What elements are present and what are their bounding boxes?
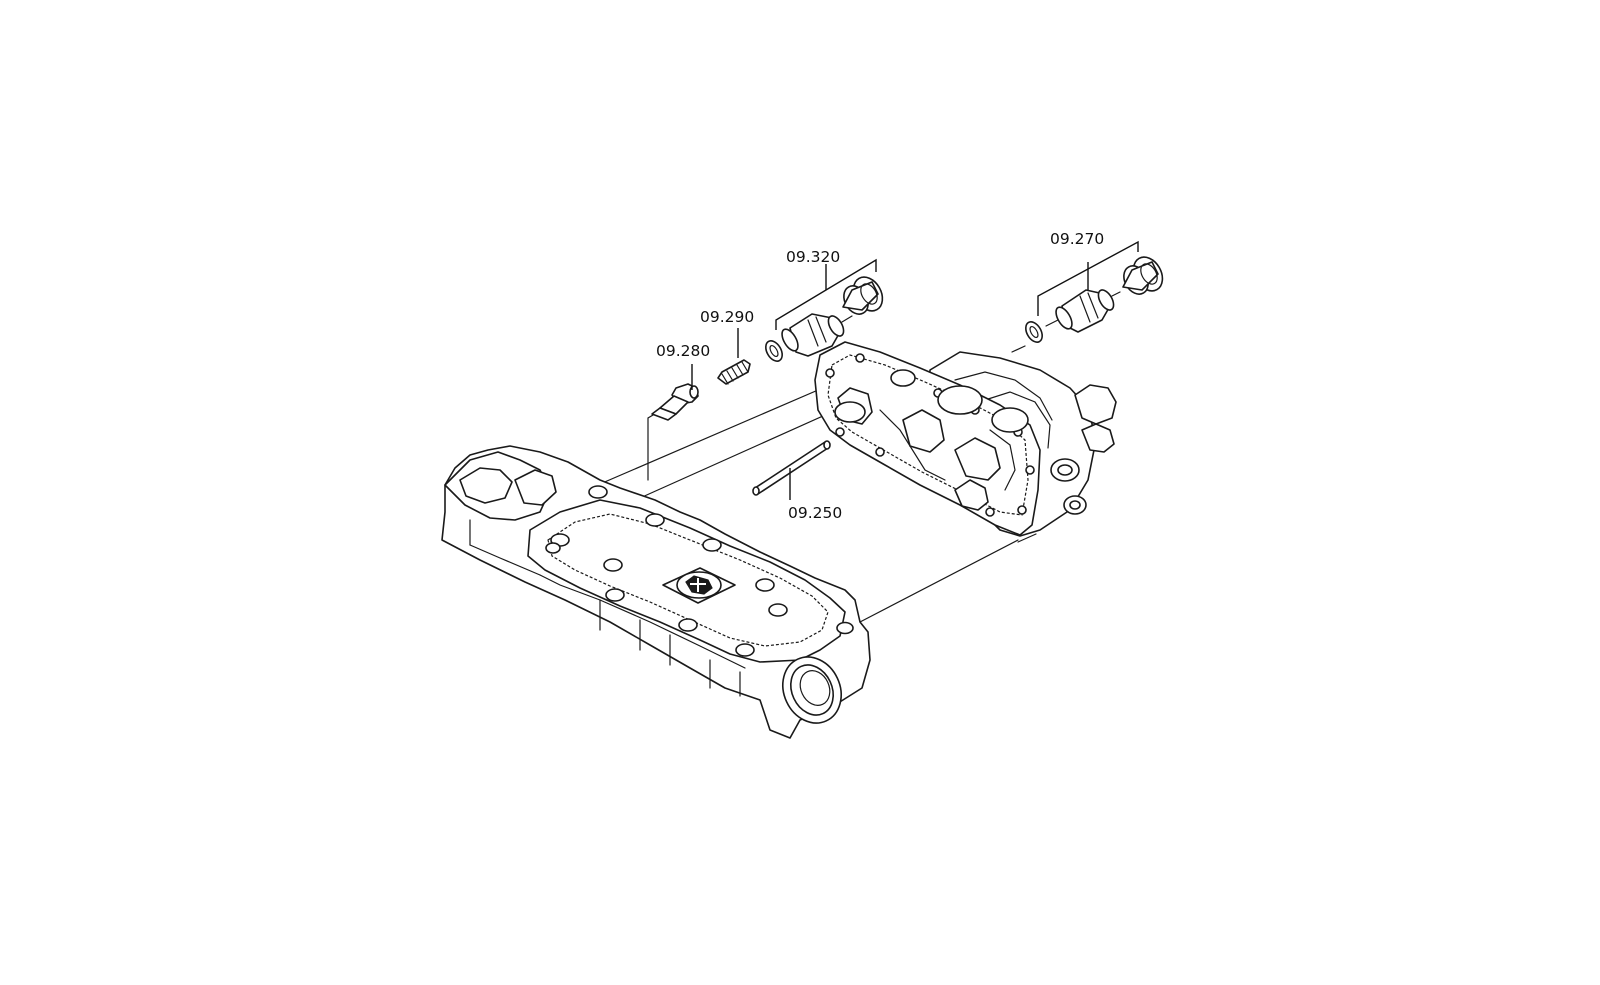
callout-09-250: 09.250	[788, 504, 842, 522]
part-09-280-plunger	[651, 383, 699, 421]
callout-09-270: 09.270	[1050, 230, 1104, 248]
logo-plate	[662, 567, 736, 604]
callout-09-320: 09.320	[786, 248, 840, 266]
callout-09-290: 09.290	[700, 308, 754, 326]
leader-lines	[691, 240, 1139, 500]
callout-labels: 09.320 09.290 09.280 09.270 09.250	[656, 230, 1104, 522]
cover-bolts	[545, 485, 854, 657]
part-09-290-spring	[717, 359, 751, 385]
transmission-housing	[441, 445, 871, 739]
pin-09-250	[752, 440, 831, 496]
part-09-320-valve-assembly	[765, 276, 884, 362]
part-09-270-valve-assembly	[1025, 256, 1164, 343]
valve-block	[814, 341, 1117, 537]
callout-09-280: 09.280	[656, 342, 710, 360]
output-bore	[782, 656, 842, 724]
